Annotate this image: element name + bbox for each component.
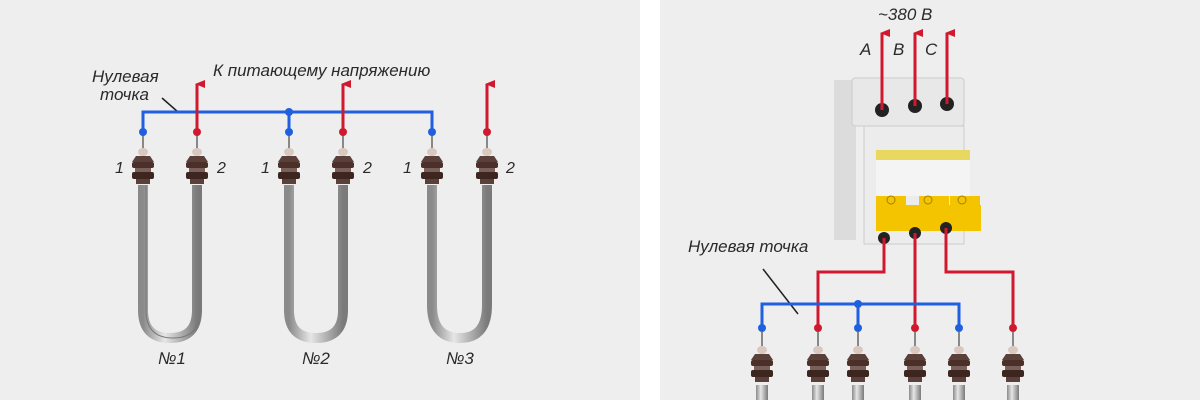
terminal-1-label: 1 (403, 160, 412, 177)
terminal-2-label: 2 (216, 160, 226, 177)
supply-voltage-label: К питающему напряжению (213, 61, 430, 80)
phase-c-output-wire (944, 228, 1015, 328)
phase-a-output-wire (816, 238, 886, 328)
heater-number-label: №2 (302, 349, 330, 368)
neutral-junction (854, 300, 862, 308)
heater-number-label: №1 (158, 349, 186, 368)
neutral-point-label-line1: Нулевая (92, 67, 159, 86)
terminal-2-label: 2 (362, 160, 372, 177)
heater-3: 1 2 №3 (403, 80, 515, 368)
heater-number-label: №3 (446, 349, 474, 368)
neutral-leader-line (161, 97, 179, 113)
phase-a-label: A (859, 40, 871, 59)
neutral-point-label-line2: точка (100, 85, 149, 104)
voltage-label: ~380 В (878, 5, 932, 24)
heater-2: 1 2 №2 (261, 80, 372, 368)
circuit-breaker (834, 77, 981, 245)
phase-c-label: C (925, 40, 938, 59)
neutral-junction (285, 108, 293, 116)
terminal-1-label: 1 (115, 160, 124, 177)
right-diagram: ~380 В A B C Нулевая точка (688, 5, 1025, 400)
neutral-leader-line (762, 268, 799, 315)
left-diagram: Нулевая точка К питающему напряжению 1 2… (92, 61, 515, 368)
heater-insulators (750, 331, 1025, 400)
terminal-1-label: 1 (261, 160, 270, 177)
heater-1: 1 2 №1 (115, 80, 226, 368)
phase-b-label: B (893, 40, 904, 59)
neutral-point-label: Нулевая точка (688, 237, 808, 256)
terminal-2-label: 2 (505, 160, 515, 177)
